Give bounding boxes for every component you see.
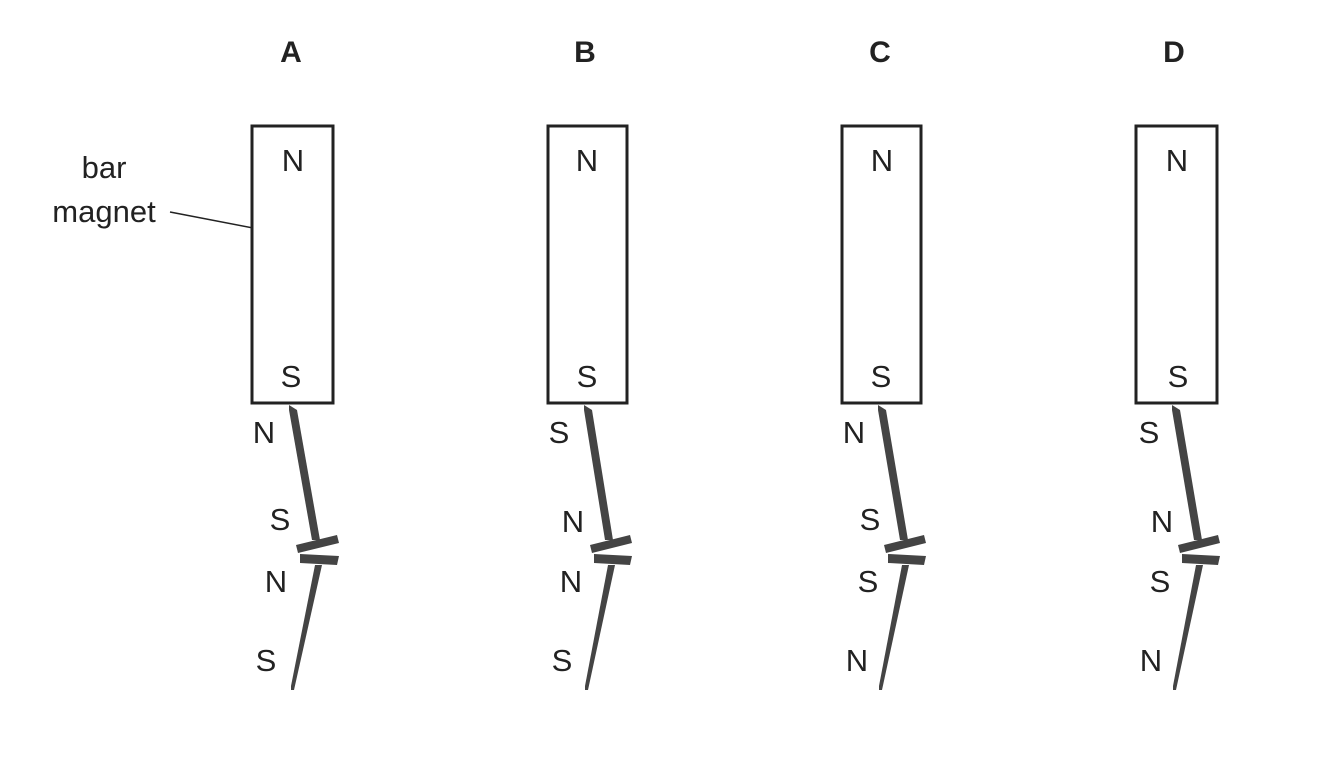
callout-label-line2: magnet — [52, 194, 156, 229]
nail-pole-4: S — [552, 643, 573, 678]
nail-pole-2: S — [860, 502, 881, 537]
nail-lower-head — [300, 554, 339, 565]
bar-magnet: N S — [1134, 124, 1219, 405]
nail-upper — [1172, 405, 1220, 553]
option-label: C — [869, 36, 891, 69]
magnet-bottom-pole: S — [1168, 359, 1189, 394]
callout-label-line1: bar — [82, 150, 127, 185]
nail-pole-2: N — [562, 504, 584, 539]
nail-upper-shaft — [878, 405, 908, 540]
option-label: D — [1163, 36, 1185, 69]
nail-lower-head — [888, 554, 926, 565]
bar-magnet-body — [840, 124, 923, 405]
nail-pole-4: S — [256, 643, 277, 678]
nail-lower-head — [1182, 554, 1220, 565]
option-d: D N S S N S N — [1134, 36, 1220, 690]
nail-pole-1: S — [1139, 415, 1160, 450]
nail-lower — [879, 554, 926, 690]
nail-upper-head — [1178, 535, 1220, 553]
nail-upper — [584, 405, 632, 553]
nail-lower-shaft — [585, 565, 615, 690]
nail-upper — [289, 405, 339, 553]
nail-upper-head — [884, 535, 926, 553]
magnet-bottom-pole: S — [871, 359, 892, 394]
nail-upper-head — [296, 535, 339, 553]
bar-magnet: N S — [546, 124, 629, 405]
magnet-top-pole: N — [576, 143, 598, 178]
bar-magnet-body — [546, 124, 629, 405]
nail-lower-shaft — [879, 565, 909, 690]
nail-pole-1: N — [253, 415, 275, 450]
nail-lower-shaft — [1173, 565, 1203, 690]
nail-pole-2: S — [270, 502, 291, 537]
nail-lower — [291, 554, 339, 690]
nail-lower-head — [594, 554, 632, 565]
nail-upper-shaft — [1172, 405, 1202, 540]
bar-magnet-body — [250, 124, 335, 405]
nail-lower-shaft — [291, 565, 322, 690]
nail-pole-3: N — [560, 564, 582, 599]
option-label: A — [280, 36, 302, 69]
option-c: C N S N S S N — [840, 36, 926, 690]
nail-pole-2: N — [1151, 504, 1173, 539]
nail-pole-3: S — [1150, 564, 1171, 599]
magnet-top-pole: N — [282, 143, 304, 178]
nail-pole-4: N — [846, 643, 868, 678]
option-b: B N S S N N S — [546, 36, 632, 690]
bar-magnet: N S — [250, 124, 335, 405]
nail-lower — [1173, 554, 1220, 690]
nail-upper — [878, 405, 926, 553]
nail-pole-4: N — [1140, 643, 1162, 678]
magnet-bottom-pole: S — [577, 359, 598, 394]
nail-pole-3: S — [858, 564, 879, 599]
bar-magnet-callout: bar magnet — [52, 150, 280, 234]
nail-pole-3: N — [265, 564, 287, 599]
bar-magnet-body — [1134, 124, 1219, 405]
nail-pole-1: N — [843, 415, 865, 450]
nail-upper-shaft — [289, 405, 320, 540]
bar-magnet: N S — [840, 124, 923, 405]
magnet-top-pole: N — [1166, 143, 1188, 178]
nail-lower — [585, 554, 632, 690]
nail-upper-shaft — [584, 405, 613, 540]
nail-pole-1: S — [549, 415, 570, 450]
option-label: B — [574, 36, 596, 69]
option-a: A N S N S N S — [250, 36, 339, 690]
nail-upper-head — [590, 535, 632, 553]
magnet-top-pole: N — [871, 143, 893, 178]
magnet-bottom-pole: S — [281, 359, 302, 394]
